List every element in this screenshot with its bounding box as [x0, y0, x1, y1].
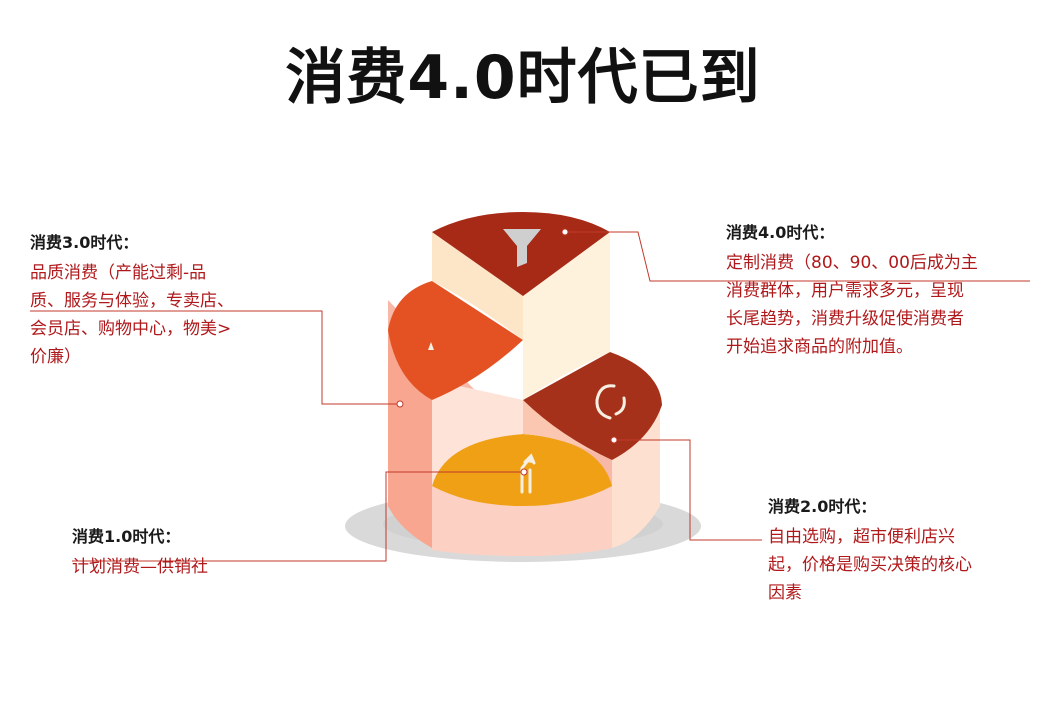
era2-connector [614, 439, 762, 541]
era3-connector [30, 310, 398, 405]
era1-dot [520, 468, 528, 476]
page-title: 消费4.0时代已到 [285, 43, 761, 113]
era1-body: 计划消费—供销社 [72, 557, 208, 577]
era2-top-slice [523, 352, 662, 460]
merge-arrows-icon [520, 453, 536, 494]
horseshoe-icon [595, 384, 626, 420]
era2-heading: 消费2.0时代： [768, 497, 877, 516]
era2-body: 自由选购，超市便利店兴 起，价格是购买决策的核心 因素 [768, 527, 972, 603]
era4-dot [561, 228, 569, 236]
era3-heading: 消费3.0时代： [30, 233, 139, 252]
era4-body: 定制消费（80、90、00后成为主 消费群体，用户需求多元，呈现 长尾趋势，消费… [726, 253, 978, 357]
era1-annotation: 消费1.0时代： 计划消费—供销社 [72, 523, 332, 581]
era3-side [388, 330, 432, 548]
era4-side-left [432, 232, 523, 340]
era3-top-slice [388, 281, 523, 400]
funnel-icon [503, 229, 541, 267]
era4-heading: 消费4.0时代： [726, 223, 835, 242]
era4-side-right [523, 232, 610, 400]
era3-dot [396, 400, 404, 408]
arrow-up-icon [428, 342, 434, 350]
era1-side-front [432, 486, 612, 556]
era4-annotation: 消费4.0时代： 定制消费（80、90、00后成为主 消费群体，用户需求多元，呈… [726, 219, 1036, 361]
era1-heading: 消费1.0时代： [72, 527, 181, 546]
era2-annotation: 消费2.0时代： 自由选购，超市便利店兴 起，价格是购买决策的核心 因素 [768, 493, 1038, 607]
era3-annotation: 消费3.0时代： 品质消费（产能过剩-品 质、服务与体验，专卖店、 会员店、购物… [30, 229, 300, 371]
era3-side-front [432, 380, 523, 486]
era4-connector [566, 231, 1030, 282]
era2-dot [610, 436, 618, 444]
era3-body: 品质消费（产能过剩-品 质、服务与体验，专卖店、 会员店、购物中心，物美> 价廉… [30, 263, 234, 367]
era1-connector [72, 471, 524, 562]
